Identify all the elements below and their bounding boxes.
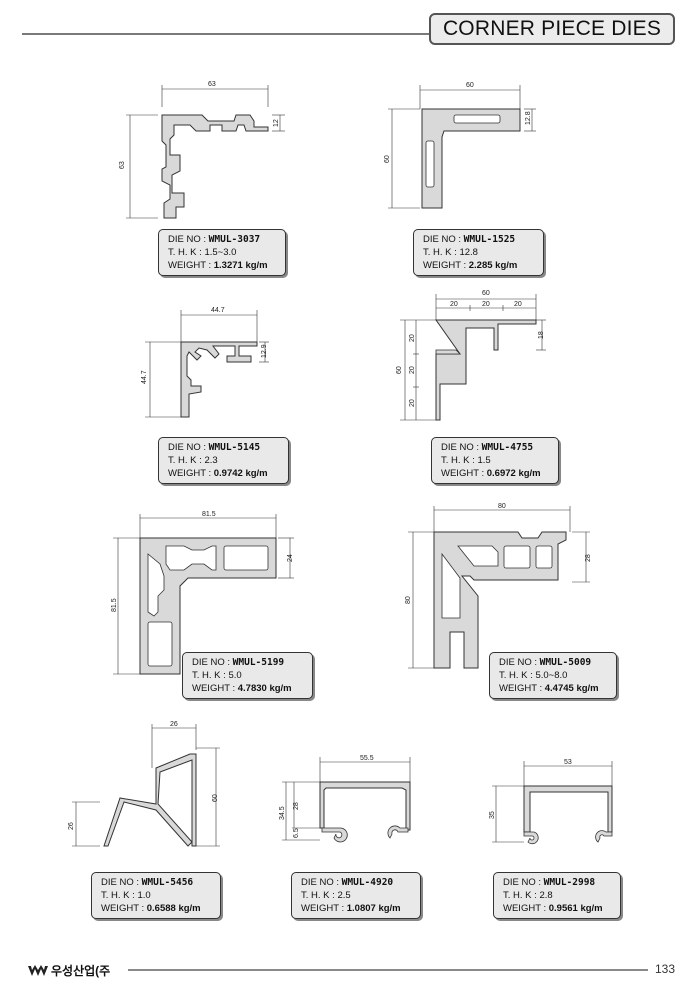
die-info-card: DIE NO : WMUL-5199 T. H. K : 5.0 WEIGHT … — [182, 652, 313, 699]
dim-seg: 20 — [514, 301, 522, 308]
dim-lip: 6.5 — [293, 828, 300, 838]
dim-width: 60 — [482, 290, 490, 297]
dim-width: 55.5 — [360, 755, 374, 762]
dim-height: 34.5 — [279, 806, 286, 820]
dim-height: 81.5 — [111, 598, 118, 612]
die-info-card: DIE NO : WMUL-5145 T. H. K : 2.3 WEIGHT … — [158, 437, 289, 484]
dim-flange: 24 — [287, 554, 294, 562]
dim-height: 63 — [119, 161, 126, 169]
die-info-card: DIE NO : WMUL-3037 T. H. K : 1.5~3.0 WEI… — [158, 229, 286, 276]
profile-drawing-wmul-3037: 63 63 12 — [119, 81, 285, 219]
header-rule — [22, 33, 432, 35]
dim-width: 53 — [564, 759, 572, 766]
page-number: 133 — [655, 962, 676, 976]
die-info-card: DIE NO : WMUL-1525 T. H. K : 12.8 WEIGHT… — [413, 229, 544, 276]
dim-height: 80 — [405, 596, 412, 604]
dim-height: 60 — [396, 366, 403, 374]
dim-seg: 20 — [450, 301, 458, 308]
profile-drawing-wmul-5009: 80 80 28 — [405, 503, 592, 669]
die-info-card: DIE NO : WMUL-4920 T. H. K : 2.5 WEIGHT … — [291, 872, 421, 919]
die-info-card: DIE NO : WMUL-4755 T. H. K : 1.5 WEIGHT … — [431, 437, 559, 484]
footer-rule — [128, 969, 648, 971]
dim-width: 60 — [466, 82, 474, 89]
dim-flange: 12.9 — [261, 344, 268, 358]
profile-drawing-wmul-5199: 81.5 81.5 24 — [111, 511, 294, 675]
dim-height: 44.7 — [141, 370, 148, 384]
profile-drawing-wmul-2998: 53 35 — [489, 759, 613, 845]
dim-width: 81.5 — [202, 511, 216, 518]
dim-seg: 20 — [409, 334, 416, 342]
dim-base: 26 — [68, 822, 75, 830]
dim-seg: 20 — [409, 366, 416, 374]
profile-drawing-wmul-4755: 60 20 20 20 60 20 20 20 18 — [396, 290, 546, 421]
dim-width: 80 — [498, 503, 506, 510]
die-info-card: DIE NO : WMUL-5009 T. H. K : 5.0~8.0 WEI… — [489, 652, 617, 699]
dim-height: 35 — [489, 811, 496, 819]
profile-drawing-wmul-1525: 60 60 12.8 — [384, 82, 536, 209]
page-title: CORNER PIECE DIES — [429, 13, 675, 45]
die-info-card: DIE NO : WMUL-5456 T. H. K : 1.0 WEIGHT … — [91, 872, 221, 919]
dim-inner: 28 — [293, 802, 300, 810]
profile-drawing-wmul-5456: 26 60 26 — [68, 721, 220, 847]
dim-height: 60 — [384, 155, 391, 163]
profile-drawing-wmul-4920: 55.5 34.5 28 6.5 — [279, 755, 411, 843]
die-info-card: DIE NO : WMUL-2998 T. H. K : 2.8 WEIGHT … — [493, 872, 621, 919]
dim-width: 63 — [208, 81, 216, 88]
dim-width: 26 — [170, 721, 178, 728]
dim-seg: 20 — [409, 399, 416, 407]
dim-seg: 20 — [482, 301, 490, 308]
dim-flange: 28 — [585, 554, 592, 562]
dim-flange: 12 — [273, 119, 280, 127]
dim-flange: 12.8 — [525, 111, 532, 125]
dim-height: 60 — [212, 794, 219, 802]
dim-width: 44.7 — [211, 307, 225, 314]
profile-drawing-wmul-5145: 44.7 44.7 12.9 — [141, 307, 269, 418]
dim-flange: 18 — [538, 331, 545, 339]
company-name: 우성산업(주 — [51, 964, 111, 978]
company-logo: 우성산업(주 — [28, 962, 110, 979]
wsm-logo-icon — [28, 964, 48, 976]
